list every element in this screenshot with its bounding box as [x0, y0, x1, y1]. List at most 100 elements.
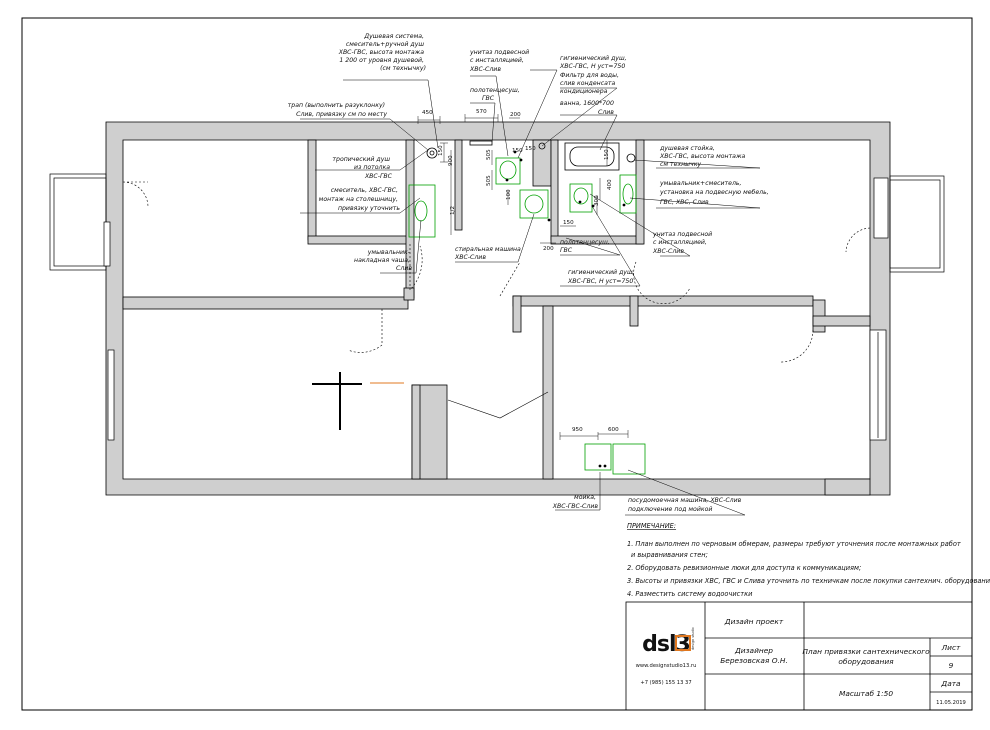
walls — [105, 121, 891, 496]
wall-corridor-top — [512, 295, 814, 307]
label-water-filter: Фильтр для воды, слив конденсата кондици… — [560, 72, 621, 95]
dim-150c: 150 — [512, 148, 523, 154]
shaft-marker — [538, 142, 546, 150]
label-dishwasher: посудомоечная машина, ХВС-Слив подключен… — [628, 497, 743, 513]
pt — [598, 464, 602, 468]
door-balcony-right — [845, 227, 871, 253]
wall-corridor-stub — [512, 295, 522, 333]
dim-400: 400 — [607, 179, 613, 190]
tb-designer-role: Дизайнер — [734, 646, 773, 655]
fixture-labels: Душевая система, смеситель+ручной душ ХВ… — [288, 33, 771, 513]
window-left-lower — [107, 349, 115, 441]
pt — [578, 200, 582, 204]
bath-fixture — [564, 142, 620, 171]
label-washing-machine: стиральная машина ХВС-Слив — [454, 246, 523, 261]
wall-small-stub — [403, 287, 415, 301]
label-towel-rail-2: полотенцесуш, ГВС — [560, 239, 612, 254]
balcony-right-inner — [889, 179, 941, 269]
wall-bath2-right — [635, 139, 645, 245]
balcony-left — [49, 173, 107, 271]
pt — [622, 203, 626, 207]
dishwasher-fixture — [612, 443, 646, 475]
dim-505a: 505 — [486, 149, 492, 160]
notes-block: ПРИМЕЧАНИЕ: 1. План выполнен по черновым… — [627, 522, 990, 598]
toilet-2-bowl — [573, 187, 589, 205]
door-corridor — [499, 261, 521, 297]
dim-300: 300 — [594, 195, 600, 206]
dimension-texts: 450 570 200 150 900 150 505 505 1/2 150 … — [422, 109, 619, 433]
wall-bottom-right-notch — [824, 478, 871, 496]
label-bath: ванна, 1600*700 Слив — [560, 100, 616, 116]
wall-right-niche — [812, 315, 871, 327]
toilet-1-fixture — [495, 157, 521, 185]
wall-bath1-right — [405, 139, 415, 299]
tb-project: Дизайн проект — [724, 617, 784, 626]
label-tropical-shower: тропический душ из потолка ХВС-ГВС — [332, 156, 392, 180]
shower-rack-marker — [626, 153, 636, 163]
overlay-basin-fixture — [414, 200, 428, 222]
dim-570: 570 — [476, 109, 487, 115]
wall-bedroom-right — [307, 139, 317, 241]
tb-sheet-title-2: оборудования — [838, 657, 894, 666]
dim-100: 100 — [506, 189, 512, 200]
label-shower-system: Душевая система, смеситель+ручной душ ХВ… — [338, 33, 426, 72]
dim-150: 150 — [438, 145, 444, 156]
door-bath1 — [409, 244, 423, 291]
notes-heading: ПРИМЕЧАНИЕ: — [627, 522, 676, 530]
drain-marker — [429, 150, 435, 156]
dim-900: 900 — [448, 155, 454, 166]
dim-150b: 150 — [525, 146, 536, 152]
note-1-cont: и выравнивания стен; — [631, 551, 708, 559]
window-left — [103, 221, 111, 267]
label-basin-mixer: смеситель, ХВС-ГВС, монтаж на столешницу… — [319, 187, 401, 212]
studio-logo: dsl3 design studio www.designstudio13.ru… — [636, 627, 697, 686]
label-overlay-basin: умывальник- накладная чаша, Слив — [354, 249, 412, 272]
label-toilet-2: унитаз подвесной с инсталляцией, ХВС-Сли… — [652, 231, 714, 255]
doors — [122, 181, 871, 430]
dim-half: 1/2 — [450, 206, 456, 215]
tb-designer-name: Березовская О.Н. — [720, 656, 788, 665]
tb-date-label: Дата — [940, 679, 961, 688]
tb-sheet-label: Лист — [941, 643, 961, 652]
studio-phone: +7 (985) 155 13 37 — [640, 680, 691, 686]
door-entrance — [447, 391, 549, 419]
door-kitchen-right — [779, 329, 814, 363]
washbasin-fixture — [619, 174, 637, 214]
dimension-lines — [417, 114, 629, 440]
label-hygienic-shower-2: гигиенический душ, ХВС-ГВС, Н уст=750 — [567, 269, 637, 285]
note-2: 2. Оборудовать ревизионные люки для дост… — [627, 564, 861, 572]
washbasin-bowl — [622, 183, 634, 205]
washer-drum — [524, 194, 544, 214]
note-3: 3. Высоты и привязки ХВС, ГВС и Слива ут… — [627, 577, 990, 585]
label-kitchen-sink: мойка, ХВС-ГВС-Слив — [552, 494, 599, 510]
bath-inner — [569, 146, 615, 167]
connection-points — [505, 150, 626, 468]
label-washbasin-mixer: умывальник+смеситель, установка на подве… — [659, 180, 771, 206]
balcony-right — [889, 175, 945, 273]
pt — [505, 178, 509, 182]
dim-600: 600 — [608, 427, 619, 433]
title-block-texts: Дизайн проект Дизайнер Березовская О.Н. … — [720, 617, 966, 706]
door-living-sliding — [312, 372, 362, 430]
door-bath2 — [633, 261, 691, 304]
dim-200b: 200 — [543, 246, 554, 252]
wall-bath2-left — [550, 139, 559, 241]
dim-505b: 505 — [486, 175, 492, 186]
kitchen-sink-fixture — [584, 443, 612, 471]
wall-living-post — [411, 384, 421, 480]
towel-rail-1-fixture — [469, 140, 493, 146]
leader-lines — [300, 69, 761, 516]
wall-bedroom-bottom — [122, 296, 409, 310]
wall-kitchen-left — [542, 305, 554, 480]
studio-website: www.designstudio13.ru — [636, 663, 697, 669]
dim-150e: 150 — [563, 220, 574, 226]
logo-accent — [675, 635, 691, 651]
balconies — [49, 173, 945, 441]
label-shower-rack: душевая стойка, ХВС-ГВС, высота монтажа … — [659, 145, 747, 168]
pt — [513, 150, 517, 154]
tropical-shower-marker — [426, 147, 438, 159]
label-towel-rail-1: полотенцесуш, ГВС — [470, 87, 522, 102]
note-1: 1. План выполнен по черновым обмерам, ра… — [627, 540, 961, 548]
tb-date: 11.05.2019 — [936, 700, 966, 706]
